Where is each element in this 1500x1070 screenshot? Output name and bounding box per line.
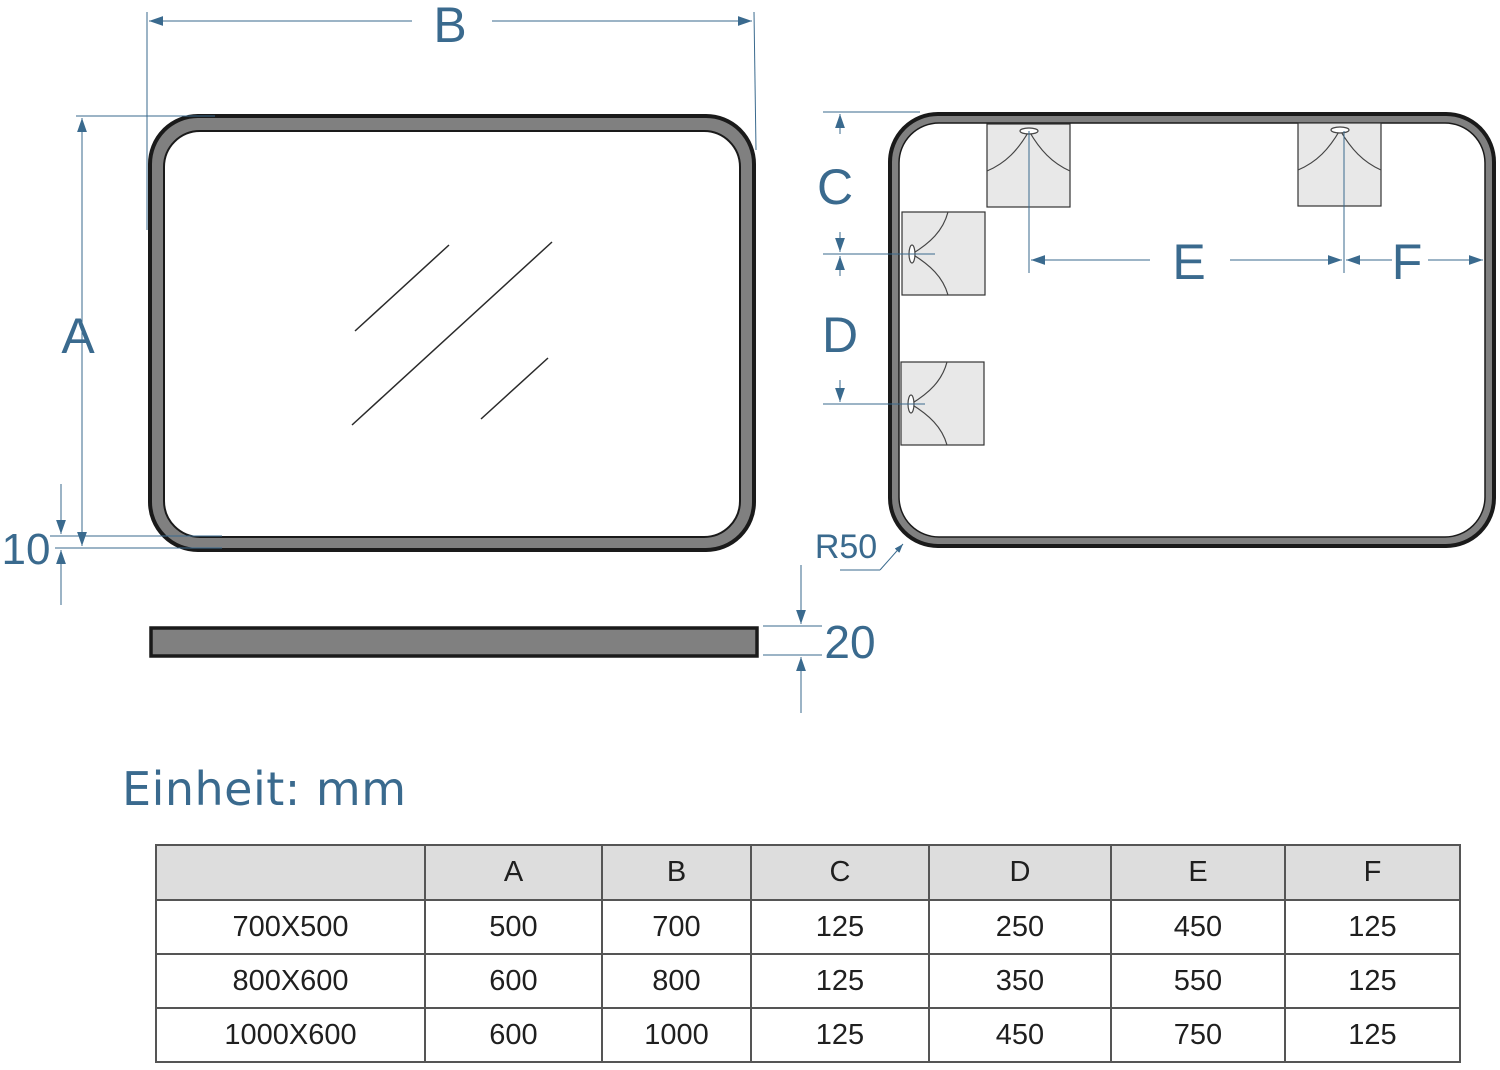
table-cell: 450 <box>928 1007 1112 1063</box>
dimension-e-f <box>1028 131 1483 273</box>
table-cell: 800 <box>601 953 752 1009</box>
glass-reflection-lines <box>351 241 553 426</box>
table-cell: 750 <box>1110 1007 1286 1063</box>
dimensions-table: A B C D E F 700X500 500 700 125 250 450 … <box>155 844 1461 1063</box>
table-cell: 700 <box>601 899 752 955</box>
table-cell: 1000 <box>601 1007 752 1063</box>
label-radius: R50 <box>815 528 877 566</box>
table-cell: 800X600 <box>155 953 426 1009</box>
dimension-c-d <box>823 111 935 405</box>
table-cell: 125 <box>1284 899 1461 955</box>
header-d: D <box>928 844 1112 901</box>
table-cell: 125 <box>750 953 930 1009</box>
table-cell: 600 <box>424 953 603 1009</box>
table-cell: 450 <box>1110 899 1286 955</box>
label-d: D <box>822 307 858 363</box>
table-cell: 550 <box>1110 953 1286 1009</box>
dimension-b <box>146 11 757 230</box>
header-b: B <box>601 844 752 901</box>
table-cell: 350 <box>928 953 1112 1009</box>
table-cell: 600 <box>424 1007 603 1063</box>
rear-view <box>888 112 1496 548</box>
header-f: F <box>1284 844 1461 901</box>
table-cell: 125 <box>1284 1007 1461 1063</box>
table-cell: 125 <box>750 1007 930 1063</box>
label-a: A <box>61 308 95 364</box>
side-view-bar <box>149 626 759 658</box>
header-e: E <box>1110 844 1286 901</box>
table-row: 700X500 500 700 125 250 450 125 <box>155 899 1461 955</box>
dimension-depth <box>763 565 822 713</box>
table-header-row: A B C D E F <box>155 844 1461 901</box>
table-row: 800X600 600 800 125 350 550 125 <box>155 953 1461 1009</box>
table-cell: 700X500 <box>155 899 426 955</box>
dimension-frame-width <box>50 484 222 605</box>
label-depth: 20 <box>824 616 875 668</box>
rear-panel-inner <box>898 122 1486 538</box>
header-a: A <box>424 844 603 901</box>
header-c: C <box>750 844 930 901</box>
mounting-bracket-top-right <box>1297 122 1382 207</box>
label-e: E <box>1172 234 1205 290</box>
table-row: 1000X600 600 1000 125 450 750 125 <box>155 1007 1461 1063</box>
table-cell: 250 <box>928 899 1112 955</box>
table-cell: 125 <box>1284 953 1461 1009</box>
dimension-a <box>55 115 222 549</box>
label-c: C <box>817 159 853 215</box>
front-view <box>148 114 756 552</box>
header-size <box>155 844 426 901</box>
label-frame-width: 10 <box>2 525 51 574</box>
table-cell: 1000X600 <box>155 1007 426 1063</box>
table-cell: 500 <box>424 899 603 955</box>
table-cell: 125 <box>750 899 930 955</box>
mirror-dimension-drawing: B A 10 20 <box>2 0 1496 713</box>
label-b: B <box>433 0 466 53</box>
label-f: F <box>1392 234 1423 290</box>
dimension-radius <box>840 543 904 571</box>
unit-heading: Einheit: mm <box>122 762 407 816</box>
